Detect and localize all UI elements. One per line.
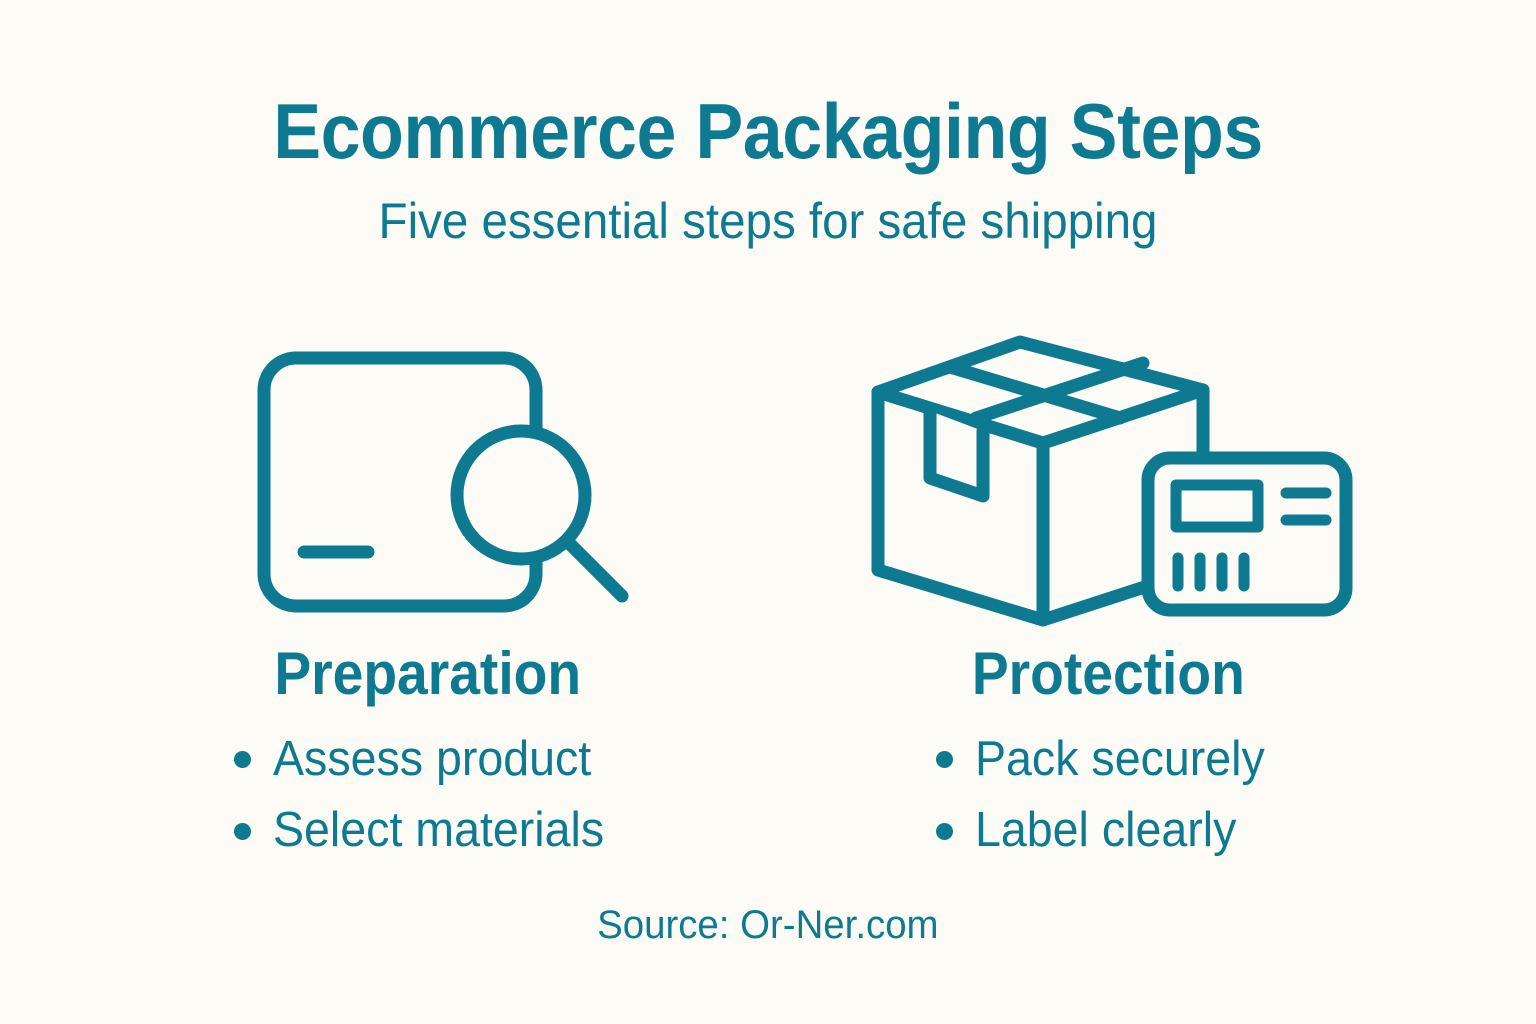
header: Ecommerce Packaging Steps Five essential… <box>0 92 1536 246</box>
heading-protection: Protection <box>971 640 1245 707</box>
bullet-dot-icon <box>234 822 252 840</box>
column-protection: Protection Pack securely Label clearly <box>778 330 1438 877</box>
bullet-dot-icon <box>935 822 953 840</box>
steps-columns: Preparation Assess product Select materi… <box>0 330 1536 877</box>
list-item: Select materials <box>234 803 622 858</box>
page-title: Ecommerce Packaging Steps <box>273 87 1263 175</box>
list-item: Assess product <box>234 732 622 786</box>
page-subtitle: Five essential steps for safe shipping <box>378 193 1158 249</box>
bullet-dot-icon <box>935 751 953 769</box>
bullet-label: Assess product <box>273 732 592 786</box>
bullet-list-preparation: Assess product Select materials <box>234 704 622 877</box>
source-attribution: Source: Or-Ner.com <box>0 905 1536 945</box>
magnifier-handle-shape <box>560 534 629 603</box>
bullet-label: Label clearly <box>974 803 1237 858</box>
box-tape-line-b-shape <box>969 356 1150 425</box>
product-magnifier-icon <box>218 330 638 620</box>
list-item: Label clearly <box>935 803 1280 858</box>
list-item: Pack securely <box>935 732 1280 786</box>
product-magnifier-svg <box>257 351 629 613</box>
bullet-label: Select materials <box>273 803 605 858</box>
label-address-box-shape <box>1170 479 1264 533</box>
source-label: Source: Or-Ner.com <box>597 903 939 947</box>
magnifier-lens-shape <box>450 424 592 566</box>
box-shipping-label-icon <box>858 330 1358 627</box>
bullet-list-protection: Pack securely Label clearly <box>935 704 1280 877</box>
box-flap-tab-shape <box>923 404 990 503</box>
box-shipping-label-svg <box>871 335 1353 627</box>
column-preparation: Preparation Assess product Select materi… <box>98 330 758 877</box>
bullet-dot-icon <box>234 751 252 769</box>
bullet-label: Pack securely <box>974 732 1265 786</box>
heading-preparation: Preparation <box>274 640 582 707</box>
